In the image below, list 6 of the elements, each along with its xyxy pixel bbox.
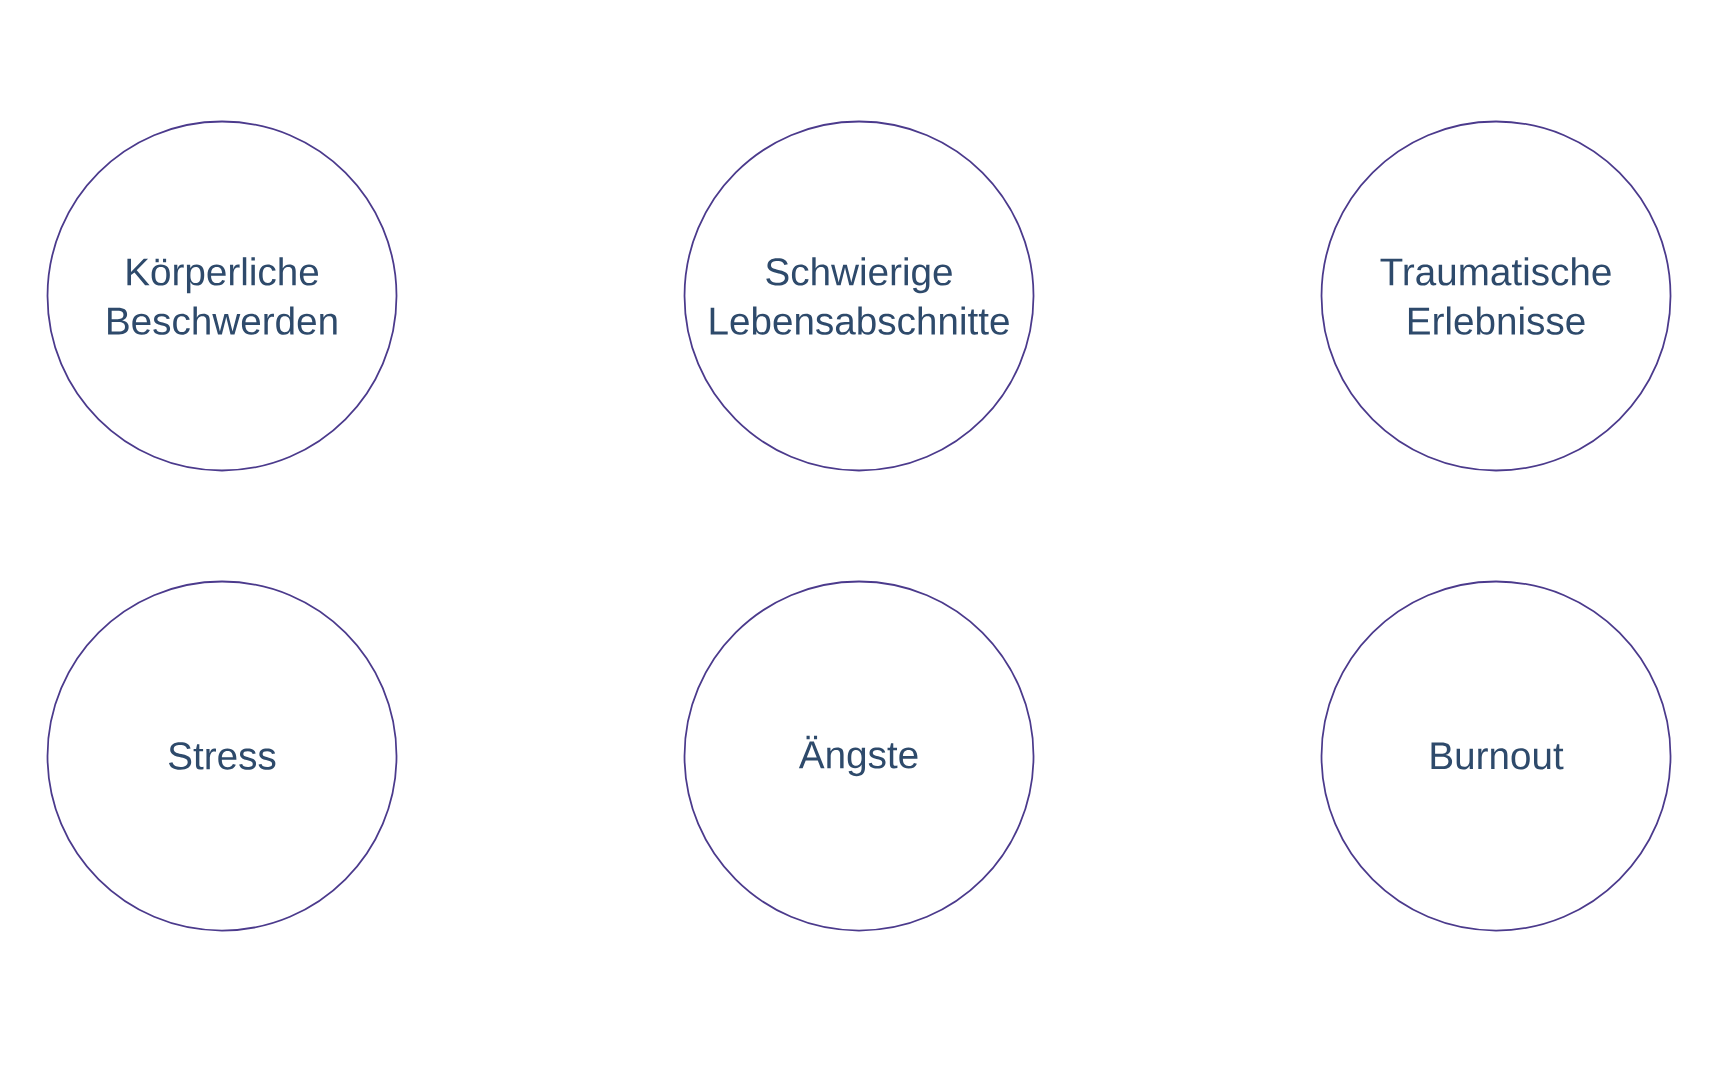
circle-node: Körperliche Beschwerden	[46, 120, 398, 472]
circle-node: Stress	[46, 580, 398, 932]
circle-node: Burnout	[1320, 580, 1672, 932]
circle-node: Ängste	[683, 580, 1035, 932]
circle-node: Traumatische Erlebnisse	[1320, 120, 1672, 472]
circle-node: Schwierige Lebensabschnitte	[683, 120, 1035, 472]
